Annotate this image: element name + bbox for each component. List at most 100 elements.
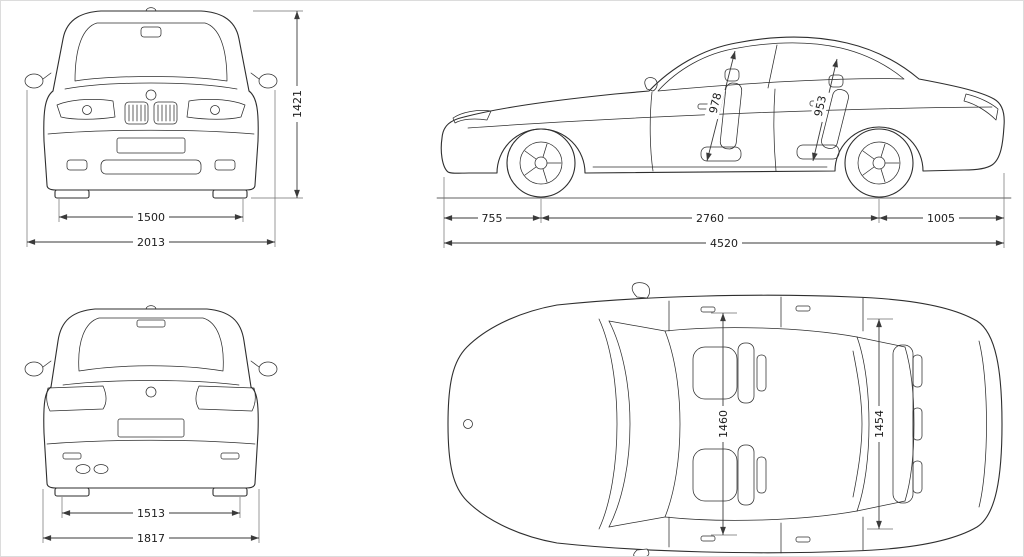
left-foglight <box>66 159 88 171</box>
label-mask <box>692 211 728 225</box>
right-foglight <box>214 159 236 171</box>
side-taillight <box>963 93 999 121</box>
hood-cutline <box>64 82 238 90</box>
right-mirror-arm <box>250 72 260 80</box>
side-view: 978 953 755 2760 1005 <box>436 36 1012 250</box>
side-mirror <box>644 77 658 92</box>
dim-value: 1500 <box>137 211 165 224</box>
label-mask <box>478 211 506 225</box>
rear-left-wheel <box>54 487 90 497</box>
right-headlight-lens <box>210 105 220 115</box>
front-view-dimensions: 1421 1500 2013 <box>26 10 304 249</box>
front-height-dim-label: 1421 <box>290 86 304 122</box>
front-windshield <box>74 22 228 82</box>
cushion <box>692 448 738 502</box>
label-mask <box>133 506 169 520</box>
front-interior-width-dim-label: 1460 <box>716 406 730 442</box>
right-taillight <box>195 385 256 412</box>
rear-right-wheel <box>212 487 248 497</box>
left-headlight-lens <box>82 105 92 115</box>
label-mask <box>704 86 726 120</box>
right-mirror <box>258 361 278 377</box>
exhaust-tip-right <box>93 464 109 474</box>
label-mask <box>133 531 169 545</box>
front-right-wheel <box>212 189 248 199</box>
side-headlight <box>452 110 492 124</box>
front-license-plate <box>116 137 186 154</box>
windshield-base <box>608 320 631 528</box>
left-taillight <box>46 385 107 412</box>
tire <box>506 128 576 198</box>
front-view-car <box>24 7 278 199</box>
right-kidney-grille <box>153 101 178 125</box>
side-view-dimensions: 978 953 755 2760 1005 <box>443 50 1005 250</box>
tire <box>844 128 914 198</box>
cushion <box>796 144 840 160</box>
bumper-line <box>46 439 256 445</box>
dim-value: 953 <box>812 94 829 117</box>
dim-value: 1513 <box>137 507 165 520</box>
left-mirror-arm <box>42 72 52 80</box>
door-seams <box>668 296 864 554</box>
bumper-top-line <box>47 129 255 135</box>
door-handle <box>795 305 811 312</box>
label-mask <box>133 235 169 249</box>
roof-side-edges <box>664 327 858 521</box>
third-brake-light <box>136 319 166 328</box>
trunk-cutline <box>62 380 240 386</box>
headrest <box>912 354 923 388</box>
rear-track-dim-label: 1513 <box>133 506 169 520</box>
label-mask <box>133 210 169 224</box>
rear-headroom-dim-label: 953 <box>809 89 831 123</box>
right-headlight <box>186 98 246 120</box>
label-mask <box>872 406 886 442</box>
hub <box>534 156 548 170</box>
dim-value: 1005 <box>927 212 955 225</box>
rear-body-outline <box>43 308 259 489</box>
rearview-mirror <box>140 26 162 38</box>
right-mirror <box>258 73 278 89</box>
bench-front-edge <box>852 350 863 498</box>
dim-value: 2013 <box>137 236 165 249</box>
dim-value: 1421 <box>291 90 304 118</box>
spokes <box>524 143 562 183</box>
lower-intake <box>100 159 202 175</box>
dim-value: 755 <box>482 212 503 225</box>
extension-line <box>26 90 276 247</box>
rear-door-seam <box>773 88 777 172</box>
top-body-outline <box>447 294 1003 554</box>
right-reflector <box>220 452 240 460</box>
headrest <box>912 460 923 494</box>
left-mirror <box>24 361 44 377</box>
front-track-dim-label: 1500 <box>133 210 169 224</box>
door-handle <box>700 306 716 313</box>
bmw-roundel <box>463 419 473 429</box>
roof-antenna <box>145 7 157 12</box>
left-mirror <box>24 73 44 89</box>
top-view-dimensions: 1460 1454 <box>711 312 893 536</box>
extension-line <box>42 489 260 543</box>
headrest <box>756 354 767 392</box>
rear-interior-width-dim-label: 1454 <box>872 406 886 442</box>
cushion <box>692 346 738 400</box>
front-overhang-dim-label: 755 <box>478 211 506 225</box>
bottom-mirror <box>633 548 650 556</box>
side-body-outline <box>440 36 1005 174</box>
a-pillars <box>608 320 666 528</box>
b-pillar <box>767 44 778 89</box>
left-headlight <box>56 98 116 120</box>
left-kidney-grille <box>124 101 149 125</box>
roof-antenna <box>145 305 157 310</box>
side-view-car <box>436 36 1012 199</box>
dim-value: 4520 <box>710 237 738 250</box>
door-handle <box>795 536 811 543</box>
front-door-seam <box>649 91 654 172</box>
rear-wheel <box>844 128 914 198</box>
exhaust-tip-left <box>75 464 91 474</box>
dim-value: 1454 <box>873 410 886 438</box>
overall-length-dim-label: 4520 <box>706 236 742 250</box>
rear-windshield <box>78 317 224 372</box>
label-mask <box>923 211 959 225</box>
rear-view: 1513 1817 <box>24 305 278 545</box>
dim-value: 2760 <box>696 212 724 225</box>
